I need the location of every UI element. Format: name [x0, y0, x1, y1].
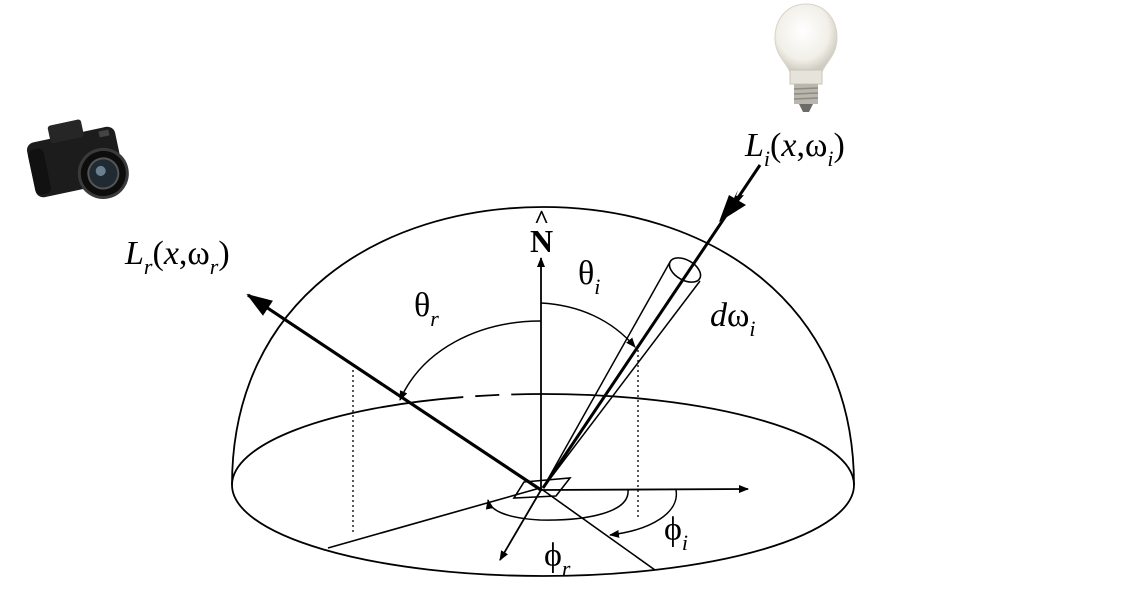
theta-r-label: θr	[414, 287, 439, 331]
surface-patch	[512, 477, 572, 499]
light-bulb-icon	[774, 3, 838, 112]
theta-i-label: θi	[578, 255, 600, 299]
d-omega-i-label: dωi	[710, 297, 756, 341]
normal-hat: ^	[534, 205, 549, 234]
camera-icon	[26, 119, 129, 199]
phi-r-label: ϕr	[544, 537, 571, 581]
angle-arcs	[399, 302, 678, 538]
hemisphere	[231, 206, 855, 577]
solid-angle-cone	[542, 257, 702, 489]
theta-r-arc	[399, 320, 542, 401]
reflected-radiance-label: Lr(x,ωr)	[124, 235, 230, 279]
hemisphere-dome	[231, 206, 855, 486]
phi-i-arc	[609, 489, 678, 538]
theta-i-arc	[540, 302, 636, 348]
reflected-ray	[246, 293, 542, 492]
projection-lines	[352, 350, 639, 535]
azimuth-lines	[327, 487, 656, 571]
incident-radiance-label: Li(x,ωi)	[744, 127, 845, 171]
hemisphere-base-back	[231, 393, 855, 486]
tangent-axis	[540, 485, 749, 494]
normal-label: N ^	[530, 205, 553, 259]
incident-ray	[541, 164, 762, 489]
phi-r-arc	[485, 489, 629, 521]
axes	[499, 257, 749, 561]
phi-i-label: ϕi	[664, 511, 688, 555]
hemisphere-base-front	[231, 484, 855, 577]
normal-letter: N	[530, 223, 553, 259]
bitangent-axis	[499, 489, 542, 561]
